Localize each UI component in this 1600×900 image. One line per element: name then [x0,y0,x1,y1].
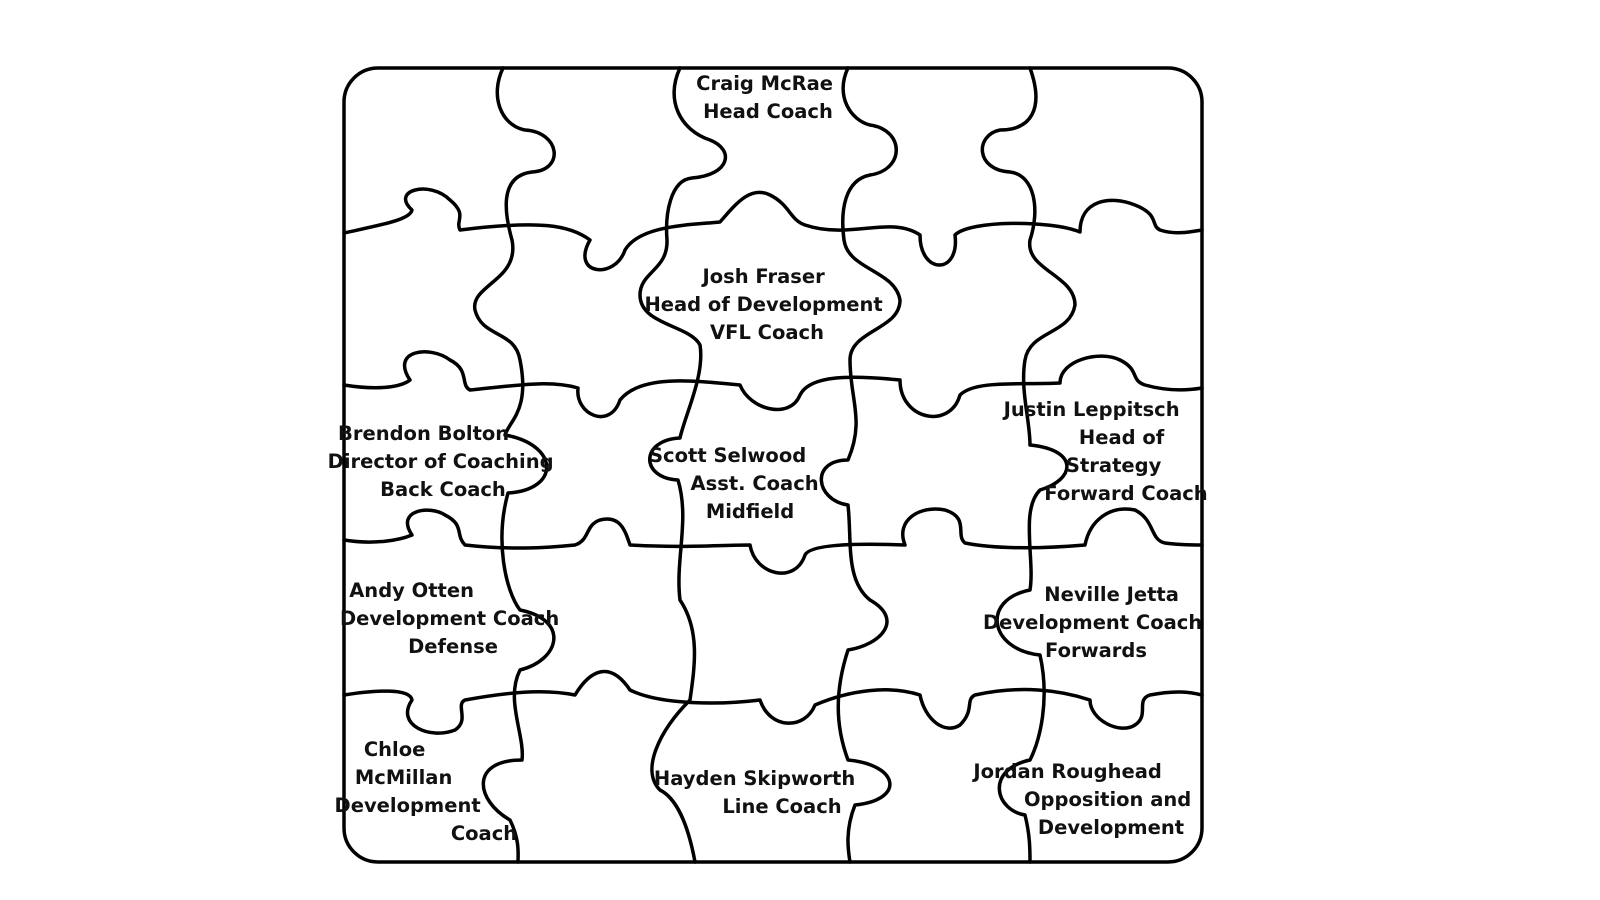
coach-name: Chloe [364,738,426,761]
coach-role: Director of Coaching [328,450,554,473]
coach-name: McMillan [355,766,452,789]
coach-name: Hayden Skipworth [654,767,855,790]
coach-role: VFL Coach [710,321,824,344]
coach-role: Head Coach [703,100,833,123]
coach-role: Coach [451,822,517,845]
coach-name: Brendon Bolton [338,422,509,445]
coach-role: Line Coach [722,795,841,818]
coach-name: Neville Jetta [1044,583,1179,606]
coach-name: Justin Leppitsch [1002,398,1180,421]
coach-role: Development Coach [983,611,1202,634]
coach-role: Midfield [706,500,794,523]
coach-name: Jordan Roughead [971,760,1162,783]
coach-name: Scott Selwood [649,444,806,467]
coach-role: Back Coach [380,478,506,501]
coach-role: Opposition and [1024,788,1191,811]
coach-role: Asst. Coach [691,472,819,495]
coach-role: Development [335,794,481,817]
coach-role: Development Coach [340,607,559,630]
coach-role: Head of Development [644,293,882,316]
coach-role: Development [1038,816,1184,839]
coach-name: Andy Otten [349,579,474,602]
coach-name: Josh Fraser [700,265,825,288]
coach-role: Forward Coach [1044,482,1207,505]
coach-name: Craig McRae [696,72,833,95]
coach-role: Strategy [1066,454,1162,477]
coach-role: Forwards [1045,639,1147,662]
coach-role: Defense [408,635,498,658]
coach-role: Head of [1079,426,1165,449]
